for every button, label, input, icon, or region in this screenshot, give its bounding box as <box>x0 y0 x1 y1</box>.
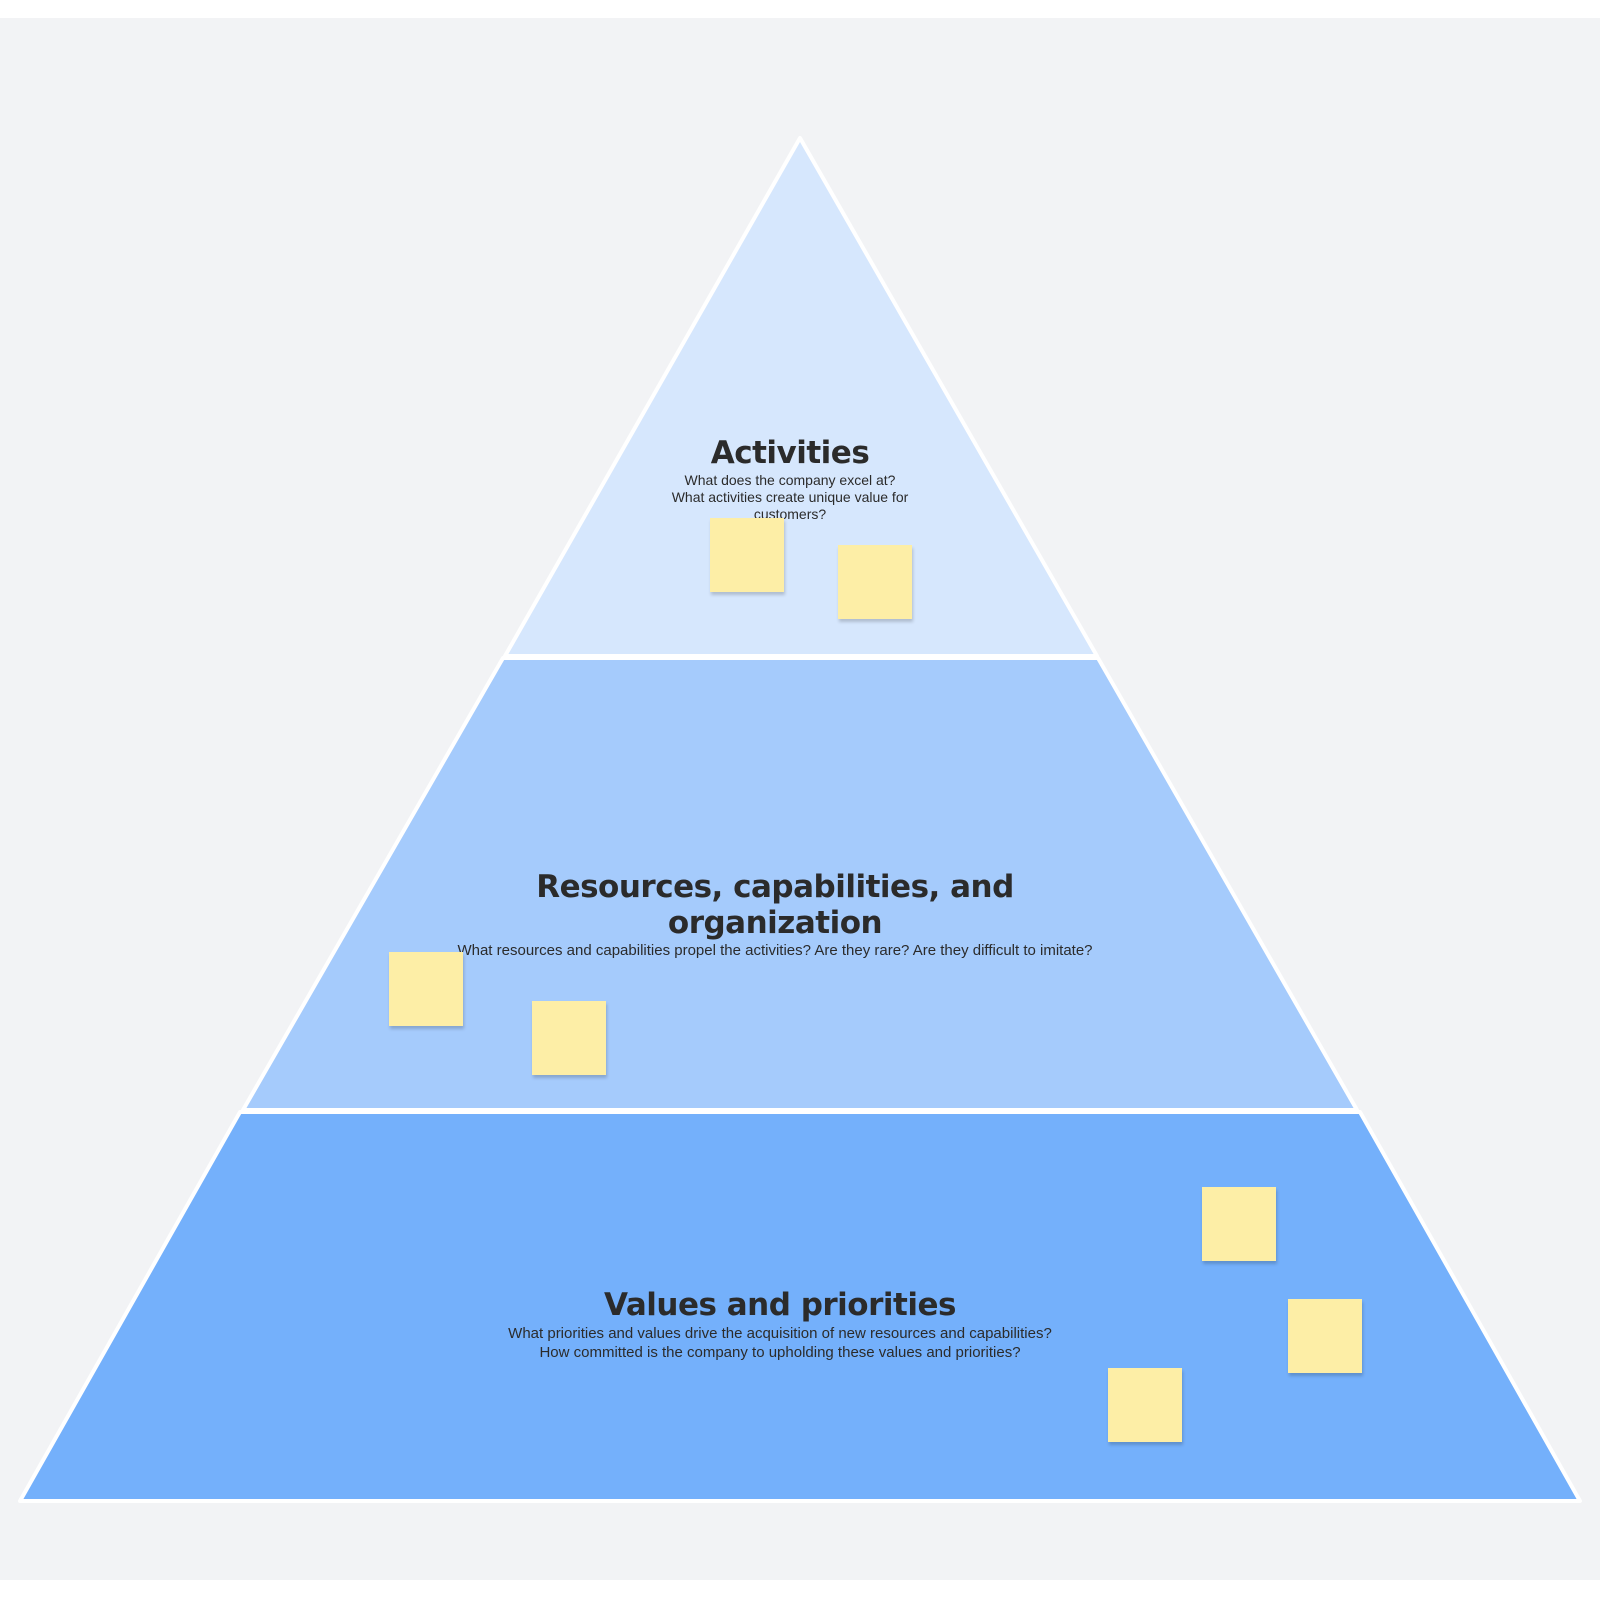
sticky-note[interactable] <box>710 518 784 592</box>
tier-bottom-title[interactable]: Values and priorities <box>604 1287 956 1323</box>
sticky-note[interactable] <box>389 952 463 1026</box>
tier-bottom-text: Values and priorities What priorities an… <box>505 1287 1055 1362</box>
sticky-note[interactable] <box>532 1001 606 1075</box>
tier-middle-text: Resources, capabilities, and organizatio… <box>440 869 1110 960</box>
tier-top-text: Activities What does the company excel a… <box>660 435 920 523</box>
sticky-note[interactable] <box>1288 1299 1362 1373</box>
sticky-note[interactable] <box>1108 1368 1182 1442</box>
tier-top-description[interactable]: What does the company excel at? What act… <box>671 471 909 522</box>
tier-top-shape[interactable] <box>503 136 1099 658</box>
sticky-note[interactable] <box>838 545 912 619</box>
tier-middle-description[interactable]: What resources and capabilities propel t… <box>457 942 1093 960</box>
tier-bottom-description[interactable]: What priorities and values drive the acq… <box>508 1324 1052 1361</box>
sticky-note[interactable] <box>1202 1187 1276 1261</box>
tier-middle-title[interactable]: Resources, capabilities, and organizatio… <box>536 869 1014 941</box>
tier-top-title[interactable]: Activities <box>710 435 870 471</box>
